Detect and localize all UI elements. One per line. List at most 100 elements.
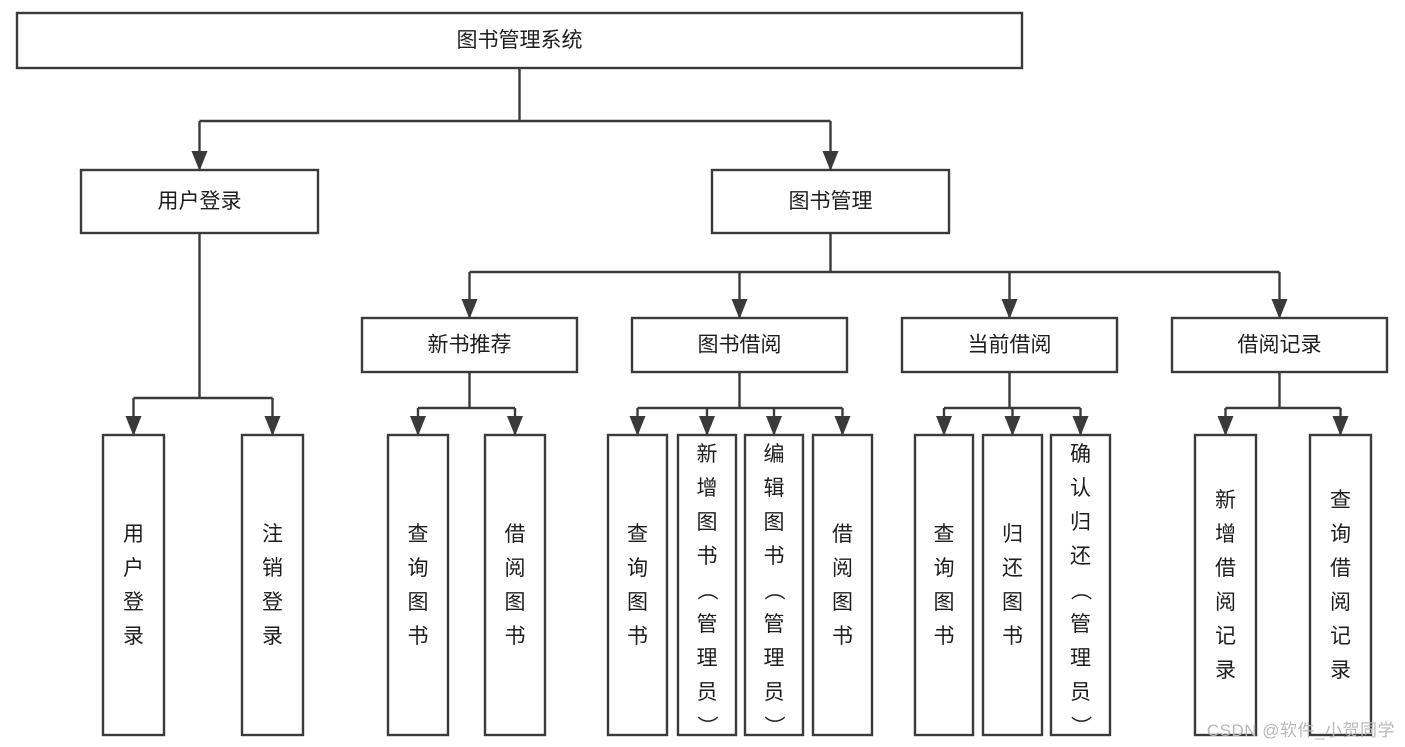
node-label-char: 图	[764, 511, 785, 534]
node-box[interactable]	[1049, 433, 1112, 737]
node-label-char: 书	[697, 545, 718, 568]
node-level2-0[interactable]: 新书推荐	[360, 316, 579, 374]
node-label-char: 书	[832, 625, 853, 648]
node-label-char: 借	[832, 523, 853, 546]
node-box[interactable]	[240, 433, 305, 737]
node-label-char: 查	[1330, 489, 1351, 512]
node-label-char: 户	[123, 557, 144, 580]
node-label-char: 确	[1070, 443, 1091, 466]
node-level1-1[interactable]: 图书管理	[710, 168, 951, 235]
node-box[interactable]	[1170, 316, 1389, 374]
node-label-char: 注	[262, 523, 283, 546]
node-label-char: 录	[1330, 659, 1351, 682]
node-box[interactable]	[913, 433, 975, 737]
node-level2-3[interactable]: 借阅记录	[1170, 316, 1389, 374]
node-label-char: 登	[262, 591, 283, 614]
node-label-char: 询	[934, 557, 955, 580]
node-label-char: 图	[627, 591, 648, 614]
node-label-char: 询	[1330, 523, 1351, 546]
node-leaf-0[interactable]: 用户登录	[101, 433, 166, 737]
node-label-char: 理	[764, 647, 785, 670]
connector-arrowhead	[1001, 299, 1018, 319]
node-root-0[interactable]: 图书管理系统	[15, 11, 1024, 70]
node-box[interactable]	[386, 433, 450, 737]
node-label-char: 阅	[832, 557, 853, 580]
connector-arrowhead	[264, 416, 281, 436]
connector-arrowhead	[507, 416, 523, 436]
connector-arrowhead	[410, 416, 426, 436]
node-box[interactable]	[15, 11, 1024, 70]
node-label: 用户登录	[158, 190, 242, 213]
node-label: 新书推荐	[428, 334, 512, 357]
node-level1-0[interactable]: 用户登录	[79, 168, 320, 235]
node-box[interactable]	[981, 433, 1044, 737]
connector-arrowhead	[191, 151, 208, 171]
connector-arrowhead	[731, 299, 748, 319]
node-label: 图书管理	[789, 190, 873, 213]
node-box[interactable]	[630, 316, 849, 374]
node-label-char: 归	[1070, 511, 1091, 534]
connector-arrowhead	[1271, 299, 1288, 319]
node-level2-1[interactable]: 图书借阅	[630, 316, 849, 374]
node-label-char: 增	[1215, 523, 1236, 546]
connector-arrowhead	[629, 416, 646, 436]
node-box[interactable]	[710, 168, 951, 235]
node-label: 图书管理系统	[457, 29, 583, 52]
node-box[interactable]	[1193, 433, 1258, 737]
node-box[interactable]	[743, 433, 805, 737]
node-label: 图书借阅	[698, 334, 782, 357]
node-label: 借阅记录	[1238, 334, 1322, 357]
node-box[interactable]	[101, 433, 166, 737]
node-label-char: 记	[1215, 625, 1236, 648]
node-label-char: 图	[408, 591, 429, 614]
node-box[interactable]	[483, 433, 547, 737]
connector-arrowhead	[699, 416, 715, 436]
node-label-char: 员	[697, 681, 718, 704]
node-label-char: 员	[1070, 681, 1091, 704]
node-label-char: （	[695, 580, 718, 601]
node-label-char: ）	[695, 716, 718, 737]
node-label-char: 录	[1215, 659, 1236, 682]
node-label-char: 编	[764, 443, 785, 466]
node-label-char: （	[1069, 580, 1092, 601]
node-label: 当前借阅	[968, 334, 1052, 357]
connector-layer	[125, 68, 1349, 436]
connector-arrowhead	[1072, 416, 1089, 436]
node-label-char: 借	[505, 523, 526, 546]
connector-arrowhead	[936, 416, 952, 436]
node-label-char: 记	[1330, 625, 1351, 648]
node-box[interactable]	[79, 168, 320, 235]
node-label-char: 录	[123, 625, 144, 648]
connector-arrowhead	[822, 151, 839, 171]
node-label-char: 还	[1070, 545, 1091, 568]
node-label-char: 管	[764, 613, 785, 636]
node-label-char: 询	[408, 557, 429, 580]
node-label-char: 还	[1002, 557, 1023, 580]
node-level2-2[interactable]: 当前借阅	[900, 316, 1119, 374]
node-box[interactable]	[606, 433, 669, 737]
node-box[interactable]	[900, 316, 1119, 374]
node-box[interactable]	[676, 433, 738, 737]
node-box[interactable]	[1308, 433, 1373, 737]
node-label-char: 新	[1215, 489, 1236, 512]
node-box[interactable]	[811, 433, 874, 737]
node-label-char: （	[762, 580, 785, 601]
node-label-char: 录	[262, 625, 283, 648]
node-label-char: 阅	[1330, 591, 1351, 614]
node-box[interactable]	[360, 316, 579, 374]
node-label-char: 认	[1070, 477, 1091, 500]
connector-arrowhead	[1004, 416, 1021, 436]
